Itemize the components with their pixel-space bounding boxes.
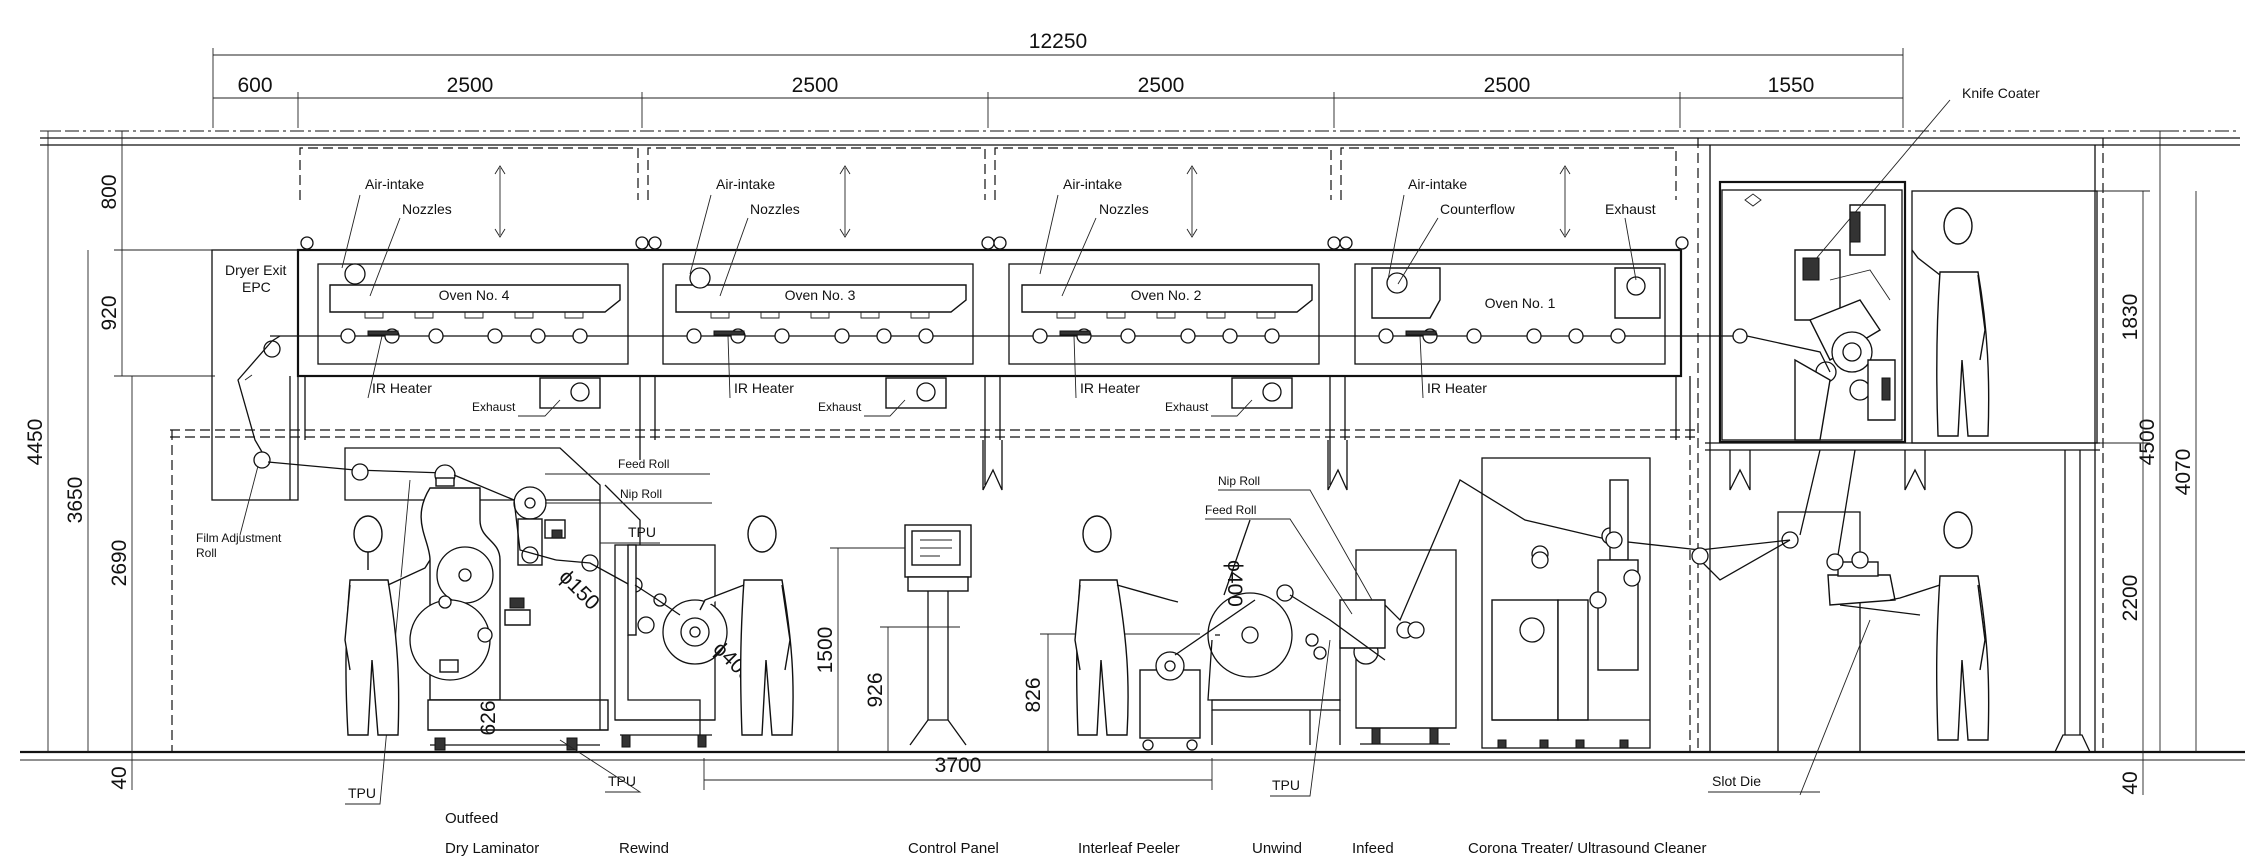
dim-mid-height: 4070 xyxy=(2172,449,2195,496)
dim-base-left: 40 xyxy=(108,766,131,789)
caption-rewind: Rewind xyxy=(619,840,669,857)
nip-roll-left-label: Nip Roll xyxy=(620,487,662,501)
oven-2-ir-heater: IR Heater xyxy=(1080,380,1140,396)
dim-overall-width: 12250 xyxy=(1029,30,1087,53)
oven-hoods xyxy=(299,147,1677,238)
dim-frame-height: 2690 xyxy=(108,540,131,587)
dim-unwind-dia: ϕ400 xyxy=(1223,560,1246,607)
slot-die-label: Slot Die xyxy=(1712,773,1761,789)
caption-outfeed: Outfeed xyxy=(445,810,498,827)
dim-upper-left: 800 xyxy=(98,174,121,209)
slot-die: Slot Die xyxy=(1708,449,1921,796)
dim-seg-3: 2500 xyxy=(792,74,839,97)
dim-nip-dia: ϕ150 xyxy=(554,565,603,614)
dry-laminator: ϕ150 626 xyxy=(344,447,643,751)
oven-3-name: Oven No. 3 xyxy=(785,287,856,303)
oven-2-exhaust: Exhaust xyxy=(1165,400,1209,414)
dim-overall-height-left: 4450 xyxy=(24,419,47,466)
dim-peeler-height: 826 xyxy=(1022,677,1045,712)
oven-1-counterflow: Counterflow xyxy=(1440,201,1516,217)
oven-section xyxy=(211,236,1740,501)
dryer-exit-label-2: EPC xyxy=(242,279,271,295)
dim-lower-left: 3650 xyxy=(64,477,87,524)
interleaf-peeler: 826 xyxy=(1022,599,1256,752)
span-dimension: 3700 xyxy=(703,754,1213,790)
dryer-exit: Dryer Exit EPC Film Adjustment Roll xyxy=(196,262,446,560)
caption-interleaf-peeler: Interleaf Peeler xyxy=(1078,840,1180,857)
top-dimension-chain: 12250 600 2500 2500 2500 2500 1550 xyxy=(212,30,1904,128)
control-panel: 1500 926 xyxy=(814,524,972,752)
oven-4-exhaust: Exhaust xyxy=(472,400,516,414)
dryer-exit-label-1: Dryer Exit xyxy=(225,262,287,278)
dim-panel-height: 1500 xyxy=(814,627,837,674)
dim-lower-right: 2200 xyxy=(2119,575,2142,622)
oven-4-name: Oven No. 4 xyxy=(439,287,510,303)
dim-panel-base: 926 xyxy=(864,672,887,707)
oven-2-name: Oven No. 2 xyxy=(1131,287,1202,303)
infeed-labels: Nip Roll Feed Roll TPU xyxy=(1205,474,1373,797)
dim-seg-6: 1550 xyxy=(1768,74,1815,97)
dim-seg-1: 600 xyxy=(237,74,272,97)
dim-overall-height-right: 4500 xyxy=(2136,419,2159,466)
knife-coater-label: Knife Coater xyxy=(1962,85,2040,101)
laminator-labels: Feed Roll Nip Roll TPU TPU TPU xyxy=(345,457,712,805)
oven-4-air-intake: Air-intake xyxy=(365,176,424,192)
oven-3-air-intake: Air-intake xyxy=(716,176,775,192)
dim-seg-4: 2500 xyxy=(1138,74,1185,97)
caption-unwind: Unwind xyxy=(1252,840,1302,857)
nip-roll-right-label: Nip Roll xyxy=(1218,474,1260,488)
caption-dry-laminator: Dry Laminator xyxy=(445,840,539,857)
reference-lines xyxy=(20,130,2245,761)
caption-infeed: Infeed xyxy=(1352,840,1394,857)
oven-3-nozzles: Nozzles xyxy=(750,201,800,217)
oven-labels: Oven No. 4 Oven No. 3 Oven No. 2 Oven No… xyxy=(341,176,1656,417)
operator-figures xyxy=(344,207,1990,741)
oven-1-air-intake: Air-intake xyxy=(1408,176,1467,192)
dim-base-right: 40 xyxy=(2119,771,2142,794)
film-adjust-label-2: Roll xyxy=(196,546,217,560)
left-dimensions: 4450 800 920 3650 2690 40 xyxy=(24,130,215,790)
knife-coater: Knife Coater xyxy=(1705,85,2100,753)
infeed xyxy=(1339,549,1457,745)
feed-roll-right-label: Feed Roll xyxy=(1205,503,1256,517)
oven-4-nozzles: Nozzles xyxy=(402,201,452,217)
oven-3-exhaust: Exhaust xyxy=(818,400,862,414)
oven-1-name: Oven No. 1 xyxy=(1485,295,1556,311)
caption-corona-treater: Corona Treater/ Ultrasound Cleaner xyxy=(1468,840,1706,857)
feed-roll-left-label: Feed Roll xyxy=(618,457,669,471)
dim-seg-5: 2500 xyxy=(1484,74,1531,97)
oven-3-ir-heater: IR Heater xyxy=(734,380,794,396)
dim-oven-height: 920 xyxy=(98,295,121,330)
caption-control-panel: Control Panel xyxy=(908,840,999,857)
film-adjust-label-1: Film Adjustment xyxy=(196,531,282,545)
station-captions: Outfeed Dry Laminator Rewind Control Pan… xyxy=(445,810,1706,857)
dim-dryer-roll: 626 xyxy=(477,700,500,735)
tpu-left-label: TPU xyxy=(348,785,376,801)
corona-treater xyxy=(1481,457,1651,749)
right-dimensions: 4500 1830 4070 2200 40 xyxy=(1912,130,2197,795)
oven-1-ir-heater: IR Heater xyxy=(1427,380,1487,396)
oven-2-air-intake: Air-intake xyxy=(1063,176,1122,192)
tpu-right-label: TPU xyxy=(1272,777,1300,793)
unwind: ϕ400 xyxy=(1207,519,1386,745)
dim-coater-height: 1830 xyxy=(2119,294,2142,341)
oven-4-ir-heater: IR Heater xyxy=(372,380,432,396)
dim-span: 3700 xyxy=(935,754,982,777)
tpu-top-label: TPU xyxy=(628,524,656,540)
dim-seg-2: 2500 xyxy=(447,74,494,97)
oven-2-nozzles: Nozzles xyxy=(1099,201,1149,217)
oven-1-exhaust-top: Exhaust xyxy=(1605,201,1656,217)
